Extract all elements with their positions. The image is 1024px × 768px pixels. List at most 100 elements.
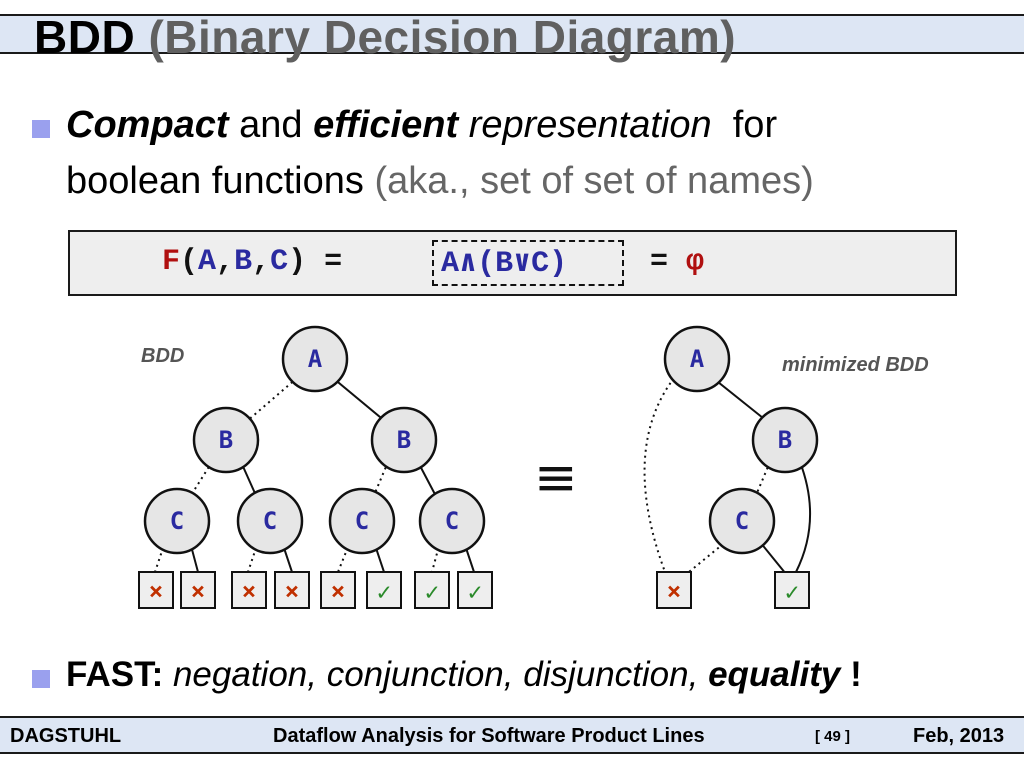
word-for: for — [732, 104, 778, 146]
leaf-8-symbol: ✓ — [468, 578, 482, 606]
formula-lhs: F(A,B,C) = — [162, 245, 342, 279]
formula-box: F(A,B,C) = A∧(B∨C) = φ — [68, 230, 957, 296]
bullet-marker-2 — [32, 670, 50, 688]
node-b-left — [192, 406, 260, 474]
leaf-7-symbol: ✓ — [425, 578, 439, 606]
word-efficient: efficient — [313, 104, 459, 146]
bullet-marker — [32, 120, 50, 138]
edge-a-b-left-low — [245, 377, 298, 423]
formula-var-c: C — [270, 245, 289, 279]
slide-title: BDD (Binary Decision Diagram) — [34, 10, 736, 64]
footer-center: Dataflow Analysis for Software Product L… — [273, 725, 705, 747]
leaf-right-false — [656, 571, 692, 609]
node-rb — [751, 406, 819, 474]
node-c1 — [143, 487, 211, 555]
label-c2: C — [263, 507, 277, 535]
footer-left: DAGSTUHL — [10, 725, 122, 747]
formula-comma1: , — [216, 245, 235, 279]
word-representation: representation — [468, 104, 712, 146]
leaf-right-true-symbol: ✓ — [785, 578, 799, 606]
label-b-left: B — [219, 426, 233, 454]
edge-c4-l7 — [431, 541, 441, 573]
leaf-4-symbol: × — [285, 577, 299, 605]
formula-comma2: , — [252, 245, 271, 279]
right-leaf-symbols: × ✓ — [667, 577, 799, 606]
node-c4 — [418, 487, 486, 555]
formula-fn: F — [162, 245, 181, 279]
label-c3: C — [355, 507, 369, 535]
label-rc: C — [735, 507, 749, 535]
leaf-6-symbol: ✓ — [377, 578, 391, 606]
node-ra — [663, 325, 731, 393]
label-c1: C — [170, 507, 184, 535]
left-bdd-edges — [154, 377, 475, 573]
formula-close: ) — [288, 245, 307, 279]
left-leaves — [138, 571, 493, 609]
label-rb: B — [778, 426, 792, 454]
aka-text: (aka., set of set of names) — [374, 160, 814, 202]
leaf-right-false-symbol: × — [667, 577, 681, 605]
edge-rb-rc — [753, 461, 771, 501]
leaf-2 — [180, 571, 216, 609]
right-bdd-edges — [643, 377, 812, 577]
leaf-5-symbol: × — [331, 577, 345, 605]
edge-ra-rb — [712, 377, 769, 423]
boolean-functions-text: boolean functions — [66, 160, 364, 202]
formula-phi: φ — [686, 245, 705, 279]
leaf-6 — [366, 571, 402, 609]
formula-expression: A∧(B∨C) — [441, 247, 568, 281]
node-a — [281, 325, 349, 393]
formula-rhs: = φ — [650, 245, 704, 279]
edge-ra-false — [643, 377, 675, 573]
leaf-1 — [138, 571, 174, 609]
leaf-1-symbol: × — [149, 577, 163, 605]
right-leaves — [656, 571, 810, 609]
fast-bang: ! — [850, 655, 862, 694]
leaf-right-true — [774, 571, 810, 609]
leaf-5 — [320, 571, 356, 609]
formula-eq1: = — [306, 245, 343, 279]
fast-label: FAST: — [66, 655, 164, 694]
right-bdd-nodes — [663, 325, 819, 555]
word-and: and — [239, 104, 303, 146]
word-compact: Compact — [66, 104, 229, 146]
bdd-label: BDD — [141, 345, 185, 367]
title-part1: BDD — [34, 11, 136, 63]
edge-a-b-right-high — [332, 377, 387, 423]
bullet1-line2: boolean functions (aka., set of set of n… — [66, 160, 814, 203]
leaf-2-symbol: × — [191, 577, 205, 605]
formula-var-a: A — [198, 245, 217, 279]
left-bdd-nodes — [143, 325, 486, 555]
footer-bar: DAGSTUHL Dataflow Analysis for Software … — [0, 716, 1024, 754]
edge-rb-true — [795, 461, 812, 573]
label-a: A — [308, 345, 323, 373]
label-ra: A — [690, 345, 705, 373]
node-labels: A B B C C C C A B C — [170, 345, 792, 535]
footer-page: [ 49 ] — [815, 728, 851, 745]
title-bar: BDD (Binary Decision Diagram) — [0, 11, 1024, 63]
label-c4: C — [445, 507, 459, 535]
leaf-3 — [231, 571, 267, 609]
node-c3 — [328, 487, 396, 555]
edge-rc-true — [759, 541, 787, 575]
left-leaf-symbols: × × × × × ✓ ✓ ✓ — [149, 577, 482, 606]
node-b-right — [370, 406, 438, 474]
title-part2: (Binary Decision Diagram) — [148, 11, 737, 63]
node-rc — [708, 487, 776, 555]
bullet1-line1: Compact and efficient representation for — [66, 104, 777, 147]
formula-dashed-box — [432, 240, 624, 286]
formula-open: ( — [180, 245, 199, 279]
fast-ops: negation, conjunction, disjunction, — [172, 655, 699, 694]
fast-equality: equality — [708, 655, 841, 694]
leaf-8 — [457, 571, 493, 609]
equivalence-symbol: ≡ — [534, 448, 578, 508]
leaf-4 — [274, 571, 310, 609]
leaf-7 — [414, 571, 450, 609]
edge-b2-c3-low — [371, 461, 389, 501]
minimized-bdd-label: minimized BDD — [782, 354, 929, 376]
formula-eq2: = — [650, 245, 687, 279]
label-b-right: B — [397, 426, 411, 454]
footer-date: Feb, 2013 — [913, 725, 1005, 747]
formula-var-b: B — [234, 245, 253, 279]
